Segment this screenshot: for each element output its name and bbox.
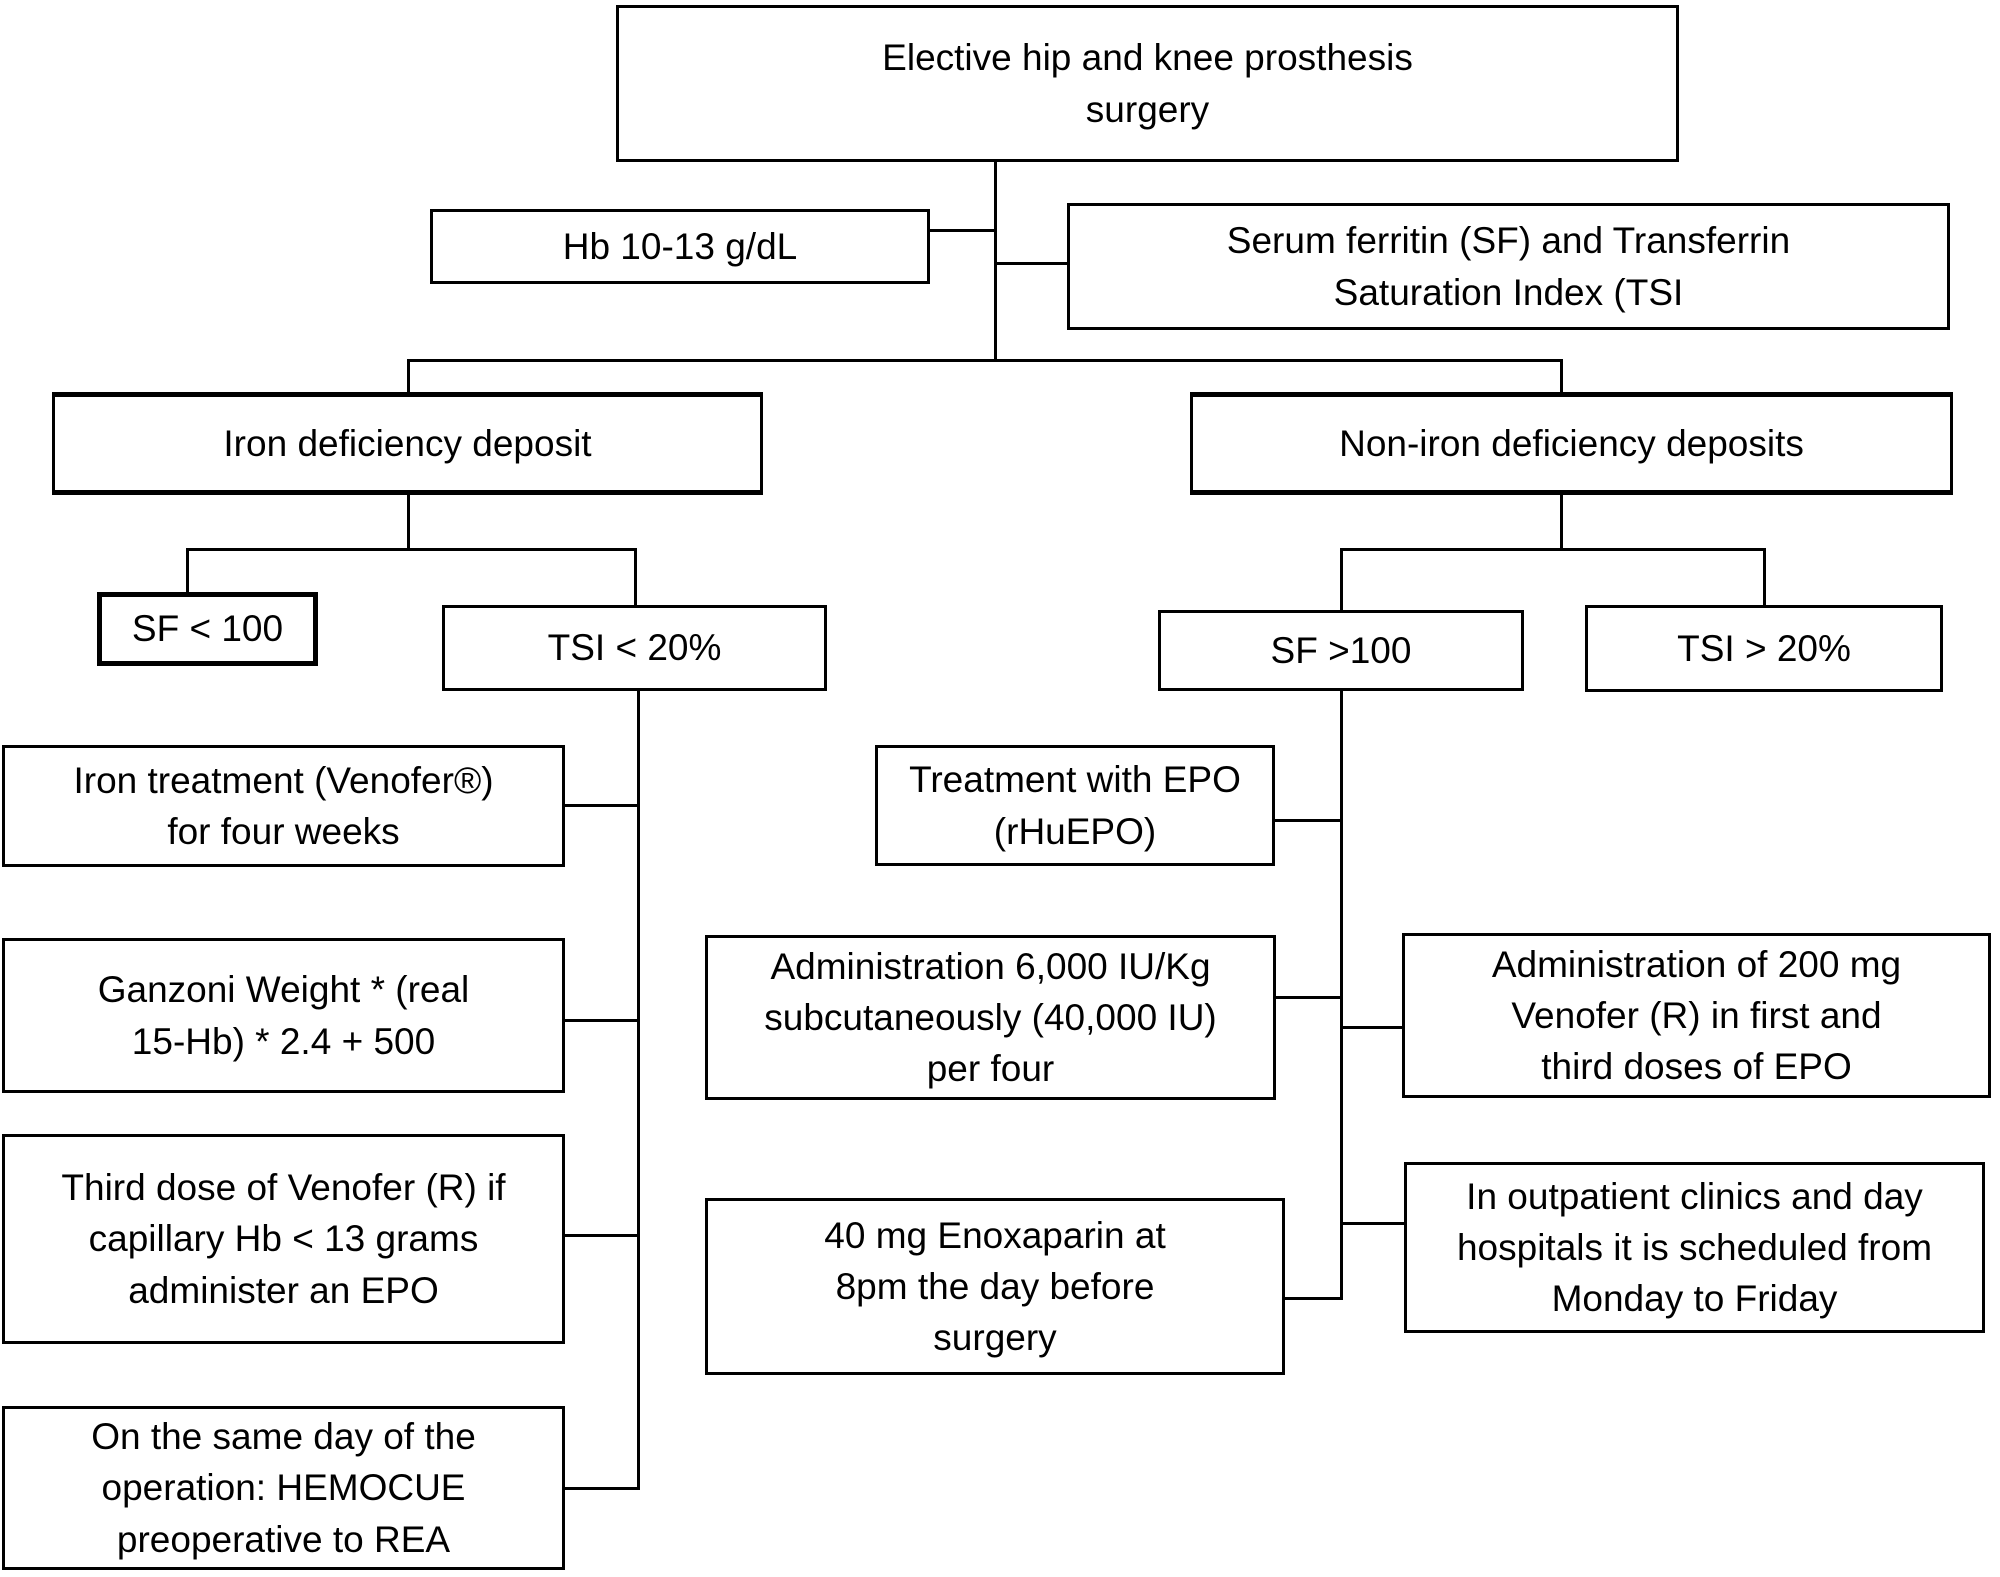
connector-drop-tsi-gt-20-line (1763, 548, 1766, 606)
node-admin-6000-iu: Administration 6,000 IU/Kg subcutaneousl… (705, 935, 1276, 1100)
node-iron-deficiency: Iron deficiency deposit (52, 392, 763, 495)
node-iron-treatment: Iron treatment (Venofer®) for four weeks (2, 745, 565, 867)
connector-root-trunk-line (994, 162, 997, 360)
node-third-dose-venofer: Third dose of Venofer (R) if capillary H… (2, 1134, 565, 1344)
node-admin-6000-iu-label: Administration 6,000 IU/Kg subcutaneousl… (764, 945, 1217, 1090)
node-epo-treatment: Treatment with EPO (rHuEPO) (875, 745, 1275, 866)
connector-iron-def-out-line (407, 495, 410, 551)
node-third-dose-venofer-label: Third dose of Venofer (R) if capillary H… (61, 1167, 506, 1311)
node-venofer-200mg-label: Administration of 200 mg Venofer (R) in … (1491, 943, 1902, 1088)
connector-serum-stub-line (995, 262, 1068, 265)
node-tsi-lt-20-label: TSI < 20% (547, 627, 722, 669)
node-tsi-lt-20: TSI < 20% (442, 605, 827, 691)
connector-epo-stub-line (1275, 819, 1343, 822)
node-iron-deficiency-label: Iron deficiency deposit (223, 422, 592, 464)
node-sf-lt-100: SF < 100 (97, 592, 318, 666)
connector-drop-sf-lt-100-line (186, 548, 189, 593)
connector-venofer-200-stub-line (1340, 1026, 1402, 1029)
connector-drop-sf-gt-100-line (1340, 548, 1343, 611)
connector-hb-stub-line (930, 229, 995, 232)
node-sf-lt-100-label: SF < 100 (131, 608, 284, 650)
node-epo-treatment-label: Treatment with EPO (rHuEPO) (909, 759, 1241, 852)
node-sf-gt-100: SF >100 (1158, 610, 1524, 691)
node-serum-ferritin-label: Serum ferritin (SF) and Transferrin Satu… (1226, 220, 1791, 313)
node-enoxaparin-label: 40 mg Enoxaparin at 8pm the day before s… (824, 1214, 1166, 1359)
node-hb-range-label: Hb 10-13 g/dL (562, 225, 798, 267)
connector-tsi-trunk-line (637, 690, 640, 1490)
connector-drop-iron-def-line (407, 359, 410, 393)
node-elective-surgery: Elective hip and knee prosthesis surgery (616, 5, 1679, 162)
node-tsi-gt-20-label: TSI > 20% (1677, 627, 1851, 669)
connector-branch-left-horizontal-line (186, 548, 637, 551)
node-same-day-hemocue: On the same day of the operation: HEMOCU… (2, 1406, 565, 1570)
connector-branch-right-horizontal-line (1340, 548, 1766, 551)
connector-third-dose-stub-line (565, 1234, 640, 1237)
connector-enoxaparin-elbow-line (1285, 1297, 1343, 1300)
connector-non-iron-out-line (1560, 495, 1563, 551)
connector-outpatient-stub-line (1340, 1222, 1404, 1225)
node-outpatient-schedule-label: In outpatient clinics and day hospitals … (1456, 1175, 1933, 1320)
connector-iron-treatment-stub-line (565, 804, 640, 807)
connector-admin-6000-stub-line (1276, 996, 1343, 999)
connector-sf-trunk-line (1340, 690, 1343, 1300)
connector-drop-non-iron-line (1560, 359, 1563, 393)
connector-ganzoni-stub-line (565, 1019, 640, 1022)
node-elective-surgery-label: Elective hip and knee prosthesis surgery (882, 37, 1413, 130)
node-same-day-hemocue-label: On the same day of the operation: HEMOCU… (91, 1416, 476, 1560)
connector-same-day-elbow-line (565, 1487, 640, 1490)
node-enoxaparin: 40 mg Enoxaparin at 8pm the day before s… (705, 1198, 1285, 1375)
node-non-iron-deficiency-label: Non-iron deficiency deposits (1339, 422, 1804, 464)
node-ganzoni-formula: Ganzoni Weight * (real 15-Hb) * 2.4 + 50… (2, 938, 565, 1093)
node-serum-ferritin: Serum ferritin (SF) and Transferrin Satu… (1067, 203, 1950, 330)
node-outpatient-schedule: In outpatient clinics and day hospitals … (1404, 1162, 1985, 1333)
connector-branch1-horizontal-line (407, 359, 1563, 362)
node-sf-gt-100-label: SF >100 (1270, 629, 1412, 671)
node-ganzoni-formula-label: Ganzoni Weight * (real 15-Hb) * 2.4 + 50… (97, 969, 470, 1062)
node-iron-treatment-label: Iron treatment (Venofer®) for four weeks (73, 759, 494, 852)
node-hb-range: Hb 10-13 g/dL (430, 209, 930, 284)
connector-drop-tsi-lt-20-line (634, 548, 637, 606)
node-tsi-gt-20: TSI > 20% (1585, 605, 1943, 692)
node-non-iron-deficiency: Non-iron deficiency deposits (1190, 392, 1953, 495)
node-venofer-200mg: Administration of 200 mg Venofer (R) in … (1402, 933, 1991, 1098)
